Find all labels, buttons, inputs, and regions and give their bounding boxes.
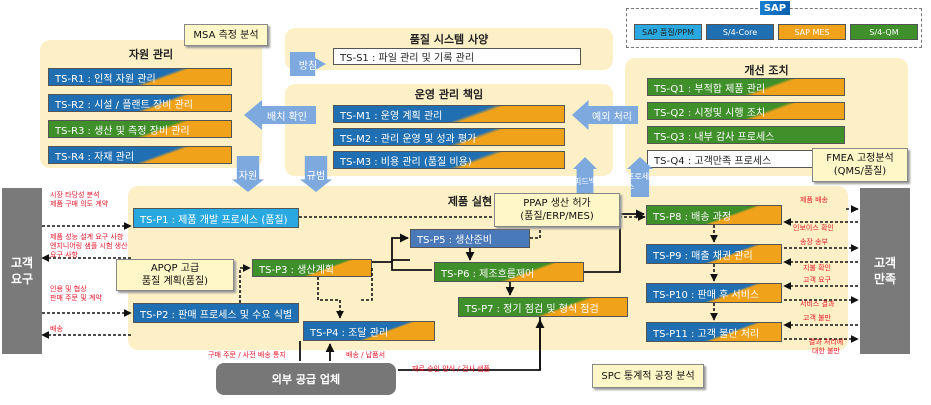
zone-quality-system-title: 품질 시스템 사양 <box>409 33 489 46</box>
label-left-2: 제품 성능 설계 요구 사항 엔지니어링 샘플 시험 생산 요구 사항 <box>50 233 128 259</box>
label-right-4: 지불 확인 <box>803 264 831 272</box>
label-right-7: 고객 불만 <box>803 314 831 322</box>
label-supplier-3: 재료 승인 양식 / 검사 샘플 <box>412 365 490 373</box>
legend-item-ppm: SAP 품질/PPM <box>634 24 702 40</box>
label-left-1: 시장 타당성 분석 제품 구매 의도 계약 <box>50 191 109 208</box>
customer-requirement: 고객 요구 <box>2 188 42 354</box>
external-supplier: 외부 공급 업체 <box>216 363 396 395</box>
label-supplier-2: 배송 / 납품서 <box>346 351 386 359</box>
box-ts-r2[interactable]: TS-R2 : 시설 / 플랜트 장비 관리 <box>48 94 232 112</box>
zone-improvement-title: 개선 조치 <box>744 64 789 77</box>
box-ts-m3[interactable]: TS-M3 : 비용 관리 (품질 비용) <box>333 151 565 169</box>
customer-satisfaction: 고객 만족 <box>860 188 910 354</box>
legend-item-qm: S/4-QM <box>850 24 918 40</box>
box-ts-p10[interactable]: TS-P10 : 판매 후 서비스 <box>646 283 782 303</box>
legend-item-core: S/4-Core <box>706 24 774 40</box>
box-ts-p2[interactable]: TS-P2 : 판매 프로세스 및 수요 식별 <box>133 303 299 323</box>
zone-resource-title: 자원 관리 <box>128 48 174 61</box>
box-ts-q1[interactable]: TS-Q1 : 부적합 제품 관리 <box>647 78 845 96</box>
legend-item-mes: SAP MES <box>778 24 846 40</box>
box-ts-p1[interactable]: TS-P1 : 제품 개발 프로세스 (품질) <box>133 208 299 228</box>
callout-ppap: PPAP 생산 허가 (품질/ERP/MES) <box>494 193 620 227</box>
box-ts-r3[interactable]: TS-R3 : 생산 및 측정 장비 관리 <box>48 120 232 138</box>
box-ts-q3[interactable]: TS-Q3 : 내부 감사 프로세스 <box>647 126 845 144</box>
box-ts-r4[interactable]: TS-R4 : 자재 관리 <box>48 146 232 164</box>
box-ts-q2[interactable]: TS-Q2 : 시정및 시행 조치 <box>647 102 845 120</box>
label-left-3: 인용 및 협상 판매 주문 및 계약 <box>50 285 102 302</box>
zone-operation-title: 운영 관리 책임 <box>414 88 484 101</box>
callout-fmea: FMEA 고정분석 (QMS/품질) <box>812 148 908 182</box>
label-right-1: 제품 배송 <box>800 196 828 204</box>
label-right-6: 서비스 결과 <box>800 300 835 308</box>
label-right-5: 고객 요구 <box>803 276 831 284</box>
box-ts-m1[interactable]: TS-M1 : 운영 계획 관리 <box>333 105 565 123</box>
callout-apqp: APQP 고급 품질 계획(품질) <box>116 259 234 291</box>
sap-logo: SAP <box>760 1 790 15</box>
box-ts-p6[interactable]: TS-P6 : 제조흐름제어 <box>434 262 584 282</box>
callout-msa: MSA 측정 분석 <box>184 24 268 46</box>
label-right-8: 결과 처리에 대한 불만 <box>808 338 844 355</box>
box-ts-p4[interactable]: TS-P4 : 조달 관리 <box>303 321 435 341</box>
label-left-4: 배송 <box>50 325 63 333</box>
zone-realization-title: 제품 실현 <box>447 195 493 208</box>
box-ts-r1[interactable]: TS-R1 : 인적 자원 관리 <box>48 68 232 86</box>
callout-spc: SPC 통계적 공정 분석 <box>592 364 704 388</box>
box-ts-p9[interactable]: TS-P9 : 매출 채권 관리 <box>646 244 782 264</box>
box-ts-s1[interactable]: TS-S1 : 파일 관리 및 기록 관리 <box>333 48 581 65</box>
box-ts-p11[interactable]: TS-P11 : 고객 불만 처리 <box>646 322 782 342</box>
box-ts-p5[interactable]: TS-P5 : 생산준비 <box>410 229 530 248</box>
box-ts-m2[interactable]: TS-M2 : 관리 운영 및 성과 평가 <box>333 128 565 146</box>
box-ts-p8[interactable]: TS-P8 : 배송 과정 <box>646 205 782 225</box>
label-right-2: 인보이스 확인 <box>793 224 834 232</box>
label-right-3: 송장 송부 <box>800 238 828 246</box>
label-supplier-1: 구매 주문 / 사전 배송 통지 <box>208 351 286 359</box>
box-ts-p7[interactable]: TS-P7 : 정기 점검 및 형식 점검 <box>458 297 628 317</box>
